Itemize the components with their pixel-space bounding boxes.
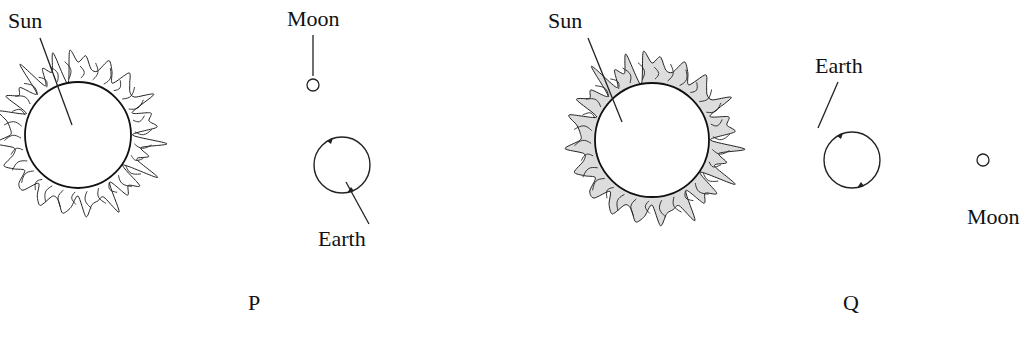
sun-flame xyxy=(703,173,718,181)
sun-flame xyxy=(22,171,34,183)
sun-flame xyxy=(72,192,76,205)
sun-flame xyxy=(126,166,141,174)
label: Q xyxy=(843,290,859,315)
sun-flame xyxy=(122,87,134,99)
sun-flame xyxy=(4,135,21,140)
sun-flame xyxy=(574,126,592,131)
sun-flame xyxy=(690,82,697,92)
sun-flame xyxy=(645,201,649,214)
sun-flame xyxy=(24,83,37,94)
label: Sun xyxy=(8,8,42,33)
sun-flame xyxy=(638,63,645,80)
sun-flame xyxy=(680,70,687,86)
sun-flame xyxy=(45,186,52,202)
rotation-arrow xyxy=(327,138,333,144)
sun-flame xyxy=(581,154,593,161)
rotation-arrow xyxy=(857,182,864,188)
sun-flame xyxy=(129,100,144,109)
sun-flame xyxy=(610,79,619,89)
sun-flame xyxy=(114,80,121,90)
sun-flame xyxy=(80,66,84,78)
sun-flame xyxy=(11,148,23,154)
label: Earth xyxy=(318,226,366,251)
leader-line xyxy=(40,38,72,125)
earth-circle xyxy=(314,137,370,193)
sun-flame xyxy=(654,67,658,79)
sun-corona xyxy=(0,50,167,217)
sun-flame xyxy=(595,86,609,97)
sun-flame xyxy=(713,134,730,140)
sun-flame xyxy=(631,199,637,216)
sun-flame xyxy=(12,109,24,114)
moon-circle xyxy=(307,79,319,91)
sun-flame xyxy=(35,179,42,190)
sun-flame xyxy=(706,103,721,113)
sun-corona xyxy=(565,51,745,226)
moon-circle xyxy=(977,154,989,166)
sun-flame xyxy=(65,62,71,79)
sun-flame xyxy=(109,183,117,193)
sun-flame xyxy=(685,191,693,201)
sun-flame xyxy=(712,149,729,154)
sun-flame xyxy=(39,77,47,87)
leader-line xyxy=(346,182,369,224)
sun-figure xyxy=(0,50,167,217)
sun-flame xyxy=(695,183,708,194)
sun-flame xyxy=(131,155,143,160)
sun-flame xyxy=(15,96,30,104)
sun-flame xyxy=(607,187,614,198)
sun-flame xyxy=(617,194,625,210)
label: P xyxy=(248,290,260,315)
label: Earth xyxy=(815,53,863,78)
sun-flame xyxy=(133,116,144,122)
sun-flame xyxy=(583,167,598,177)
sun-flame xyxy=(135,129,152,134)
label: Moon xyxy=(287,6,340,31)
sun-figure xyxy=(565,51,745,226)
sun-flame xyxy=(4,122,22,127)
sun-flame xyxy=(586,99,601,107)
sun-flame xyxy=(623,68,631,83)
sun-flame xyxy=(93,63,98,80)
sun-flame xyxy=(668,64,674,81)
sun-flame xyxy=(134,144,151,149)
sun-flame xyxy=(659,200,666,217)
sun-flame xyxy=(699,89,711,101)
label: Moon xyxy=(967,204,1020,229)
sun-flame xyxy=(104,68,111,84)
sun-flame xyxy=(583,113,595,118)
leader-line xyxy=(312,35,313,76)
sun-flame xyxy=(58,190,63,207)
sun-flame xyxy=(593,179,605,191)
leader-line xyxy=(818,82,838,128)
earth-circle xyxy=(824,132,880,188)
leader-line xyxy=(588,38,622,122)
sun-flame xyxy=(709,162,721,167)
sun-flame xyxy=(85,191,91,208)
sun-flame xyxy=(673,197,681,212)
sun-disc xyxy=(25,82,131,188)
rotation-arrow xyxy=(837,133,843,139)
label: Sun xyxy=(548,8,582,33)
sun-flame xyxy=(574,140,591,146)
sun-flame xyxy=(711,119,722,126)
sun-disc xyxy=(595,83,709,197)
sun-flame xyxy=(98,188,106,203)
sun-flame xyxy=(118,175,131,186)
sun-flame xyxy=(12,161,27,171)
